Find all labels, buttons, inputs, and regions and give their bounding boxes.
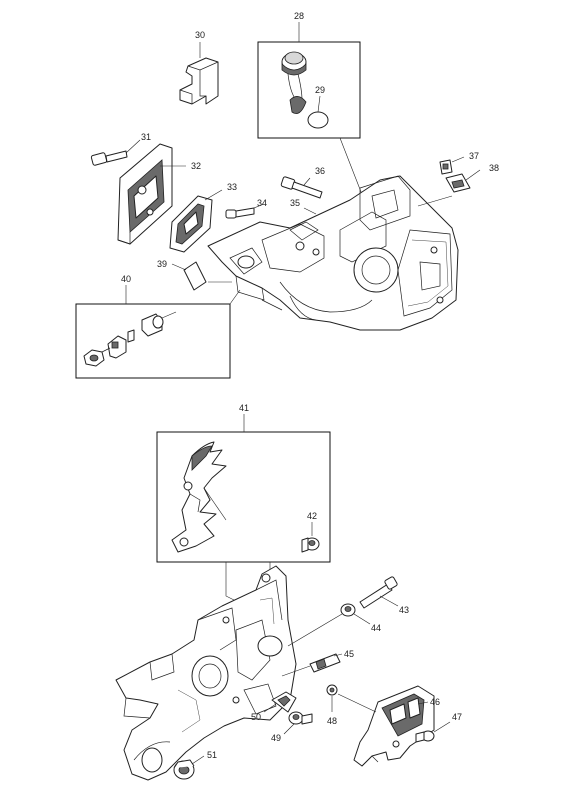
leader-29 [317,95,321,113]
part-42-screw [301,537,320,553]
part-48-bushing [326,684,338,696]
callout-30: 30 [195,30,205,40]
callout-45: 45 [344,649,354,659]
part-31-bolt [90,150,128,166]
leader-46-body [337,693,377,713]
part-44-nut [340,603,356,617]
callout-49: 49 [271,733,281,743]
callout-41: 41 [239,403,249,413]
part-47-screw [415,730,435,743]
part-38-bracket [445,173,471,193]
leader-40-inner [161,311,177,319]
leader-36 [303,177,311,186]
leader-31 [125,139,141,154]
callout-48: 48 [327,716,337,726]
callout-47: 47 [452,712,462,722]
part-39-gasket [183,261,207,291]
leader-40-body [229,289,241,305]
leader-51 [191,755,205,765]
part-50-wedge [271,691,297,713]
callout-37: 37 [469,151,479,161]
leader-38 [465,169,481,181]
callout-50: 50 [251,712,261,722]
part-28-cap [281,51,307,115]
leader-44 [353,613,371,625]
part-41-lever [171,441,227,553]
part-49-screw [288,711,313,725]
detail-box-28 [257,41,361,139]
leader-41-inner [203,487,227,521]
leader-47 [433,721,451,733]
leader-43 [379,595,399,607]
detail-box-40 [75,303,231,379]
leader-45 [333,653,343,657]
leader-45-body [281,665,311,677]
leader-35 [303,207,317,215]
callout-35: 35 [290,198,300,208]
leader-34 [253,203,265,209]
callout-42: 42 [307,511,317,521]
part-51-plug [173,759,195,780]
leader-33 [204,189,223,201]
leader-38-body [417,195,453,207]
callout-44: 44 [371,623,381,633]
part-45-stud [309,653,341,673]
crankcase-top [207,175,459,331]
part-29-gasket [307,111,329,129]
leader-39 [171,263,187,271]
callout-32: 32 [191,161,201,171]
leader-50 [263,703,277,713]
part-36-bolt [280,176,323,199]
callout-38: 38 [489,163,499,173]
callout-28: 28 [294,11,304,21]
callout-36: 36 [315,166,325,176]
part-37-clip [439,159,453,175]
leader-46 [417,701,429,705]
crankcase-bottom [115,565,297,781]
leader-37 [451,156,465,163]
part-43-bolt [359,576,398,609]
callout-46: 46 [430,697,440,707]
detail-box-41 [156,431,331,563]
leader-41-body [225,562,239,603]
part-30-bracket [179,57,219,105]
leader-44-body [287,613,343,647]
callout-29: 29 [315,85,325,95]
part-34-screw [225,207,255,219]
callout-43: 43 [399,605,409,615]
callout-34: 34 [257,198,267,208]
callout-39: 39 [157,259,167,269]
callout-33: 33 [227,182,237,192]
part-33-plate [169,195,213,253]
part-40-fitting [83,313,164,367]
callout-31: 31 [141,132,151,142]
part-32-cover [117,143,173,245]
callout-51: 51 [207,750,217,760]
leader-49 [283,723,295,735]
part-46-plate [353,685,435,767]
callout-40: 40 [121,274,131,284]
